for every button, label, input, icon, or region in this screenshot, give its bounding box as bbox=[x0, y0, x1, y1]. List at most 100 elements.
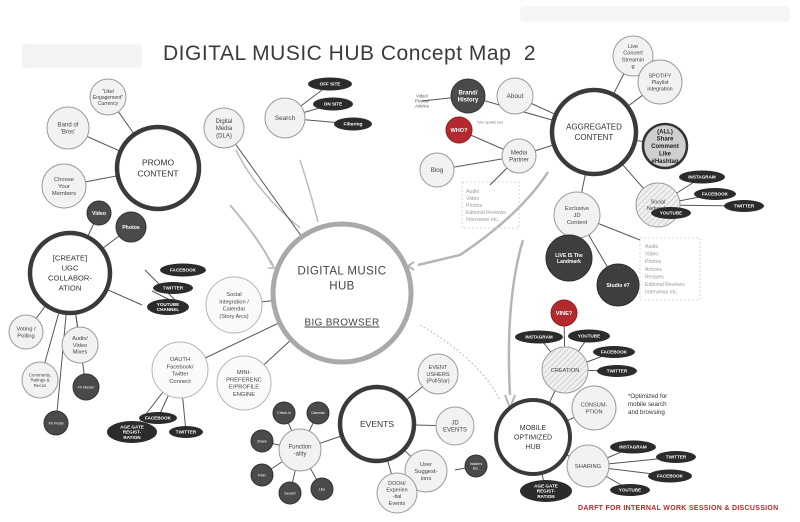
vine-node[interactable]: VINE? bbox=[550, 299, 578, 327]
fx-pedal-node-circle bbox=[43, 410, 69, 436]
filtering-pill[interactable]: Filtering bbox=[334, 117, 372, 131]
mini-preference-node-circle bbox=[216, 355, 272, 411]
events-node-label: EVENTS bbox=[360, 419, 394, 429]
checkin-node[interactable]: Check-in bbox=[272, 401, 296, 425]
share-node[interactable]: Share bbox=[250, 429, 274, 453]
live-landmark-node-circle bbox=[545, 234, 593, 282]
share-node-circle bbox=[250, 429, 274, 453]
blog-node-label: Blog bbox=[431, 167, 444, 174]
youtube-pill-3[interactable]: YOUTUBE bbox=[568, 329, 610, 343]
like-node[interactable]: "Like/Engagement"Currency bbox=[89, 78, 127, 116]
oauth-node-circle bbox=[151, 341, 209, 399]
facebook-pill-1[interactable]: FACEBOOK bbox=[160, 263, 206, 277]
twitter-pill-4[interactable]: TWITTER bbox=[597, 365, 637, 377]
functionality-node-circle bbox=[278, 428, 322, 472]
twitter-pill-3[interactable]: TWITTER bbox=[724, 200, 764, 212]
filter-node[interactable]: Filter bbox=[250, 463, 274, 487]
instagram-pill-2-shape bbox=[515, 330, 563, 344]
calendar-node[interactable]: Calendar bbox=[306, 401, 330, 425]
facebook-pill-3-shape bbox=[694, 188, 736, 200]
video-node[interactable]: Video bbox=[86, 200, 112, 226]
twitter-pill-5[interactable]: TWITTER bbox=[656, 451, 696, 463]
brand-history-node[interactable]: Brand/History bbox=[450, 78, 486, 114]
youtube-pill-4[interactable]: YOUTUBE bbox=[610, 484, 650, 496]
choose-node-circle bbox=[41, 163, 87, 209]
consumption-node[interactable]: CONSUM-PTION bbox=[571, 385, 617, 431]
facebook-pill-2[interactable]: FACEBOOK bbox=[139, 412, 177, 424]
who-node-label: WHO? bbox=[450, 128, 468, 134]
instagram-pill-1[interactable]: INSTAGRAM bbox=[679, 170, 725, 184]
events-node[interactable]: EVENTS bbox=[337, 384, 417, 464]
video-photos-articles-label: Video/Photos/Articles bbox=[415, 93, 430, 108]
sharing-node[interactable]: SHARING bbox=[566, 444, 610, 488]
creation-node[interactable]: CREATION bbox=[541, 346, 589, 394]
like-node-label: "Like/Engagement"Currency bbox=[93, 89, 123, 107]
instagram-pill-3[interactable]: INSTAGRAM bbox=[610, 440, 656, 454]
twitter-pill-1[interactable]: TWITTER bbox=[153, 282, 193, 294]
social-networks-node[interactable]: SocialNetworks bbox=[635, 182, 681, 228]
search-small-node-circle bbox=[278, 481, 302, 505]
youtube-pill-2[interactable]: YOUTUBE bbox=[651, 207, 691, 219]
off-site-pill[interactable]: OFF SITE bbox=[308, 77, 352, 91]
studio-7-node-label: Studio #7 bbox=[606, 283, 629, 289]
facebook-pill-5[interactable]: FACEBOOK bbox=[648, 469, 692, 483]
fx-master-node[interactable]: FX Master bbox=[72, 373, 100, 401]
search-small-node[interactable]: Search bbox=[278, 481, 302, 505]
who-node[interactable]: WHO? bbox=[445, 116, 473, 144]
facebook-pill-2-label: FACEBOOK bbox=[145, 416, 172, 421]
about-node[interactable]: About bbox=[496, 77, 534, 115]
comments-node[interactable]: Comments,Ratings &Recos bbox=[21, 361, 59, 399]
who-node-circle bbox=[445, 116, 473, 144]
photos-node[interactable]: Photos bbox=[115, 211, 147, 243]
search-node[interactable]: Search bbox=[264, 97, 306, 139]
sharing-node-circle bbox=[566, 444, 610, 488]
like-small-node[interactable]: Like bbox=[310, 477, 334, 501]
instagram-pill-2[interactable]: INSTAGRAM bbox=[515, 330, 563, 344]
like-small-node-label: Like bbox=[319, 487, 326, 491]
all-share-node-circle bbox=[641, 122, 689, 170]
fx-pedal-node[interactable]: FX Pedal bbox=[43, 410, 69, 436]
twitter-pill-2[interactable]: TWITTER bbox=[169, 426, 203, 438]
band-node[interactable]: Band of'Bros' bbox=[46, 106, 90, 150]
studio-7-node[interactable]: Studio #7 bbox=[596, 263, 640, 307]
twitter-pill-1-label: TWITTER bbox=[163, 286, 184, 291]
exclusive-list-box bbox=[639, 237, 701, 301]
functionality-node[interactable]: Function-ality bbox=[278, 428, 322, 472]
on-site-pill[interactable]: ON SITE bbox=[313, 97, 353, 111]
facebook-pill-3[interactable]: FACEBOOK bbox=[694, 188, 736, 200]
facebook-pill-4[interactable]: FACEBOOK bbox=[593, 346, 635, 358]
twitter-pill-1-shape bbox=[153, 282, 193, 294]
blog-node[interactable]: Blog bbox=[419, 152, 455, 188]
voting-node[interactable]: Voting /Polling bbox=[8, 314, 44, 350]
